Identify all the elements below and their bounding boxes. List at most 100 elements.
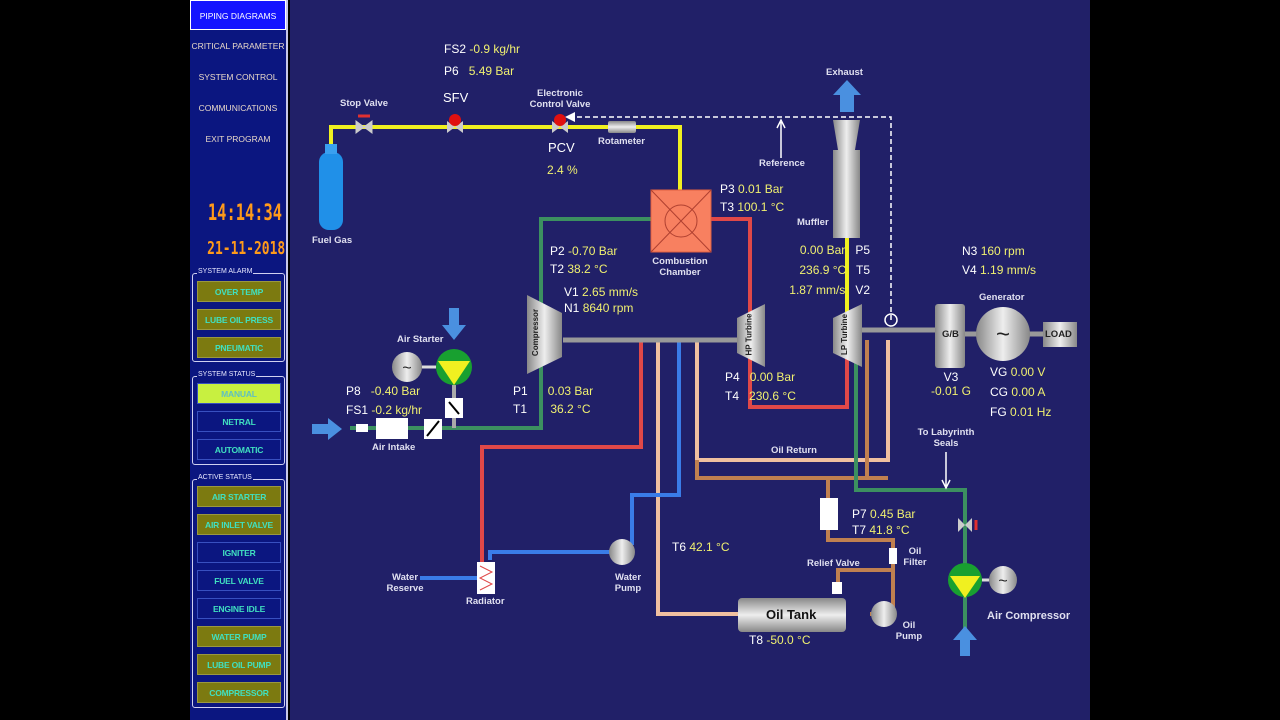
reading-t8: T8 -50.0 °C xyxy=(749,633,811,647)
reading-t3: T3 100.1 °C xyxy=(720,200,785,214)
shaft xyxy=(563,327,1043,343)
reading-n3: N3 160 rpm xyxy=(962,244,1025,258)
status-manual[interactable]: MANUAL xyxy=(197,383,281,404)
nav-exit-program[interactable]: EXIT PROGRAM xyxy=(205,134,271,144)
label-labyrinth: To Labyrinth Seals xyxy=(917,427,975,449)
active-air-inlet-valve[interactable]: AIR INLET VALVE xyxy=(197,514,281,535)
label-exhaust: Exhaust xyxy=(826,67,863,78)
reading-p2: P2 -0.70 Bar xyxy=(550,244,618,258)
water-pump xyxy=(609,539,635,565)
pipe-network: ~ ~ ~ xyxy=(312,80,1077,656)
status-automatic[interactable]: AUTOMATIC xyxy=(197,439,281,460)
label-rotameter: Rotameter xyxy=(598,136,645,147)
active-water-pump[interactable]: WATER PUMP xyxy=(197,626,281,647)
reading-t7: T7 41.8 °C xyxy=(852,523,910,537)
oil-filter xyxy=(889,548,897,564)
label-muffler: Muffler xyxy=(797,217,829,228)
label-sfv: SFV xyxy=(443,90,469,105)
label-pcv: PCV xyxy=(548,140,575,155)
reading-p5: 0.00 Bar P5 xyxy=(799,243,870,257)
nav-critical-parameter[interactable]: CRITICAL PARAMETER xyxy=(191,41,285,51)
status-netral[interactable]: NETRAL xyxy=(197,411,281,432)
clock-time-box: 14:14:34 xyxy=(192,201,284,226)
reference-arrow-icon xyxy=(776,118,786,158)
air-compressor-inlet-arrow-icon xyxy=(953,626,977,656)
ecv-valve xyxy=(552,114,568,133)
label-stop-valve: Stop Valve xyxy=(340,98,389,109)
compressor-motor-sine-icon: ~ xyxy=(998,573,1007,590)
reading-t2: T2 38.2 °C xyxy=(550,262,608,276)
alarm-lube-oil-press[interactable]: LUBE OIL PRESS xyxy=(197,309,281,330)
label-fuel-gas: Fuel Gas xyxy=(312,235,353,246)
label-ecv: Electronic Control Valve xyxy=(529,88,591,110)
reading-fs1: FS1 -0.2 kg/hr xyxy=(346,403,423,417)
labyrinth-valve xyxy=(958,518,972,532)
label-hp-turbine: HP Turbine xyxy=(744,313,754,356)
reading-v4: V4 1.19 mm/s xyxy=(962,263,1037,277)
clock-date-box: 21-11-2018 xyxy=(192,238,285,259)
alarm-pneumatic[interactable]: PNEUMATIC xyxy=(197,337,281,358)
air-inlet-arrow-icon xyxy=(312,418,342,440)
reading-p8: P8 -0.40 Bar xyxy=(346,384,421,398)
reading-t4: T4 230.6 °C xyxy=(725,389,796,403)
active-igniter[interactable]: IGNITER xyxy=(197,542,281,563)
reading-t1: T1 36.2 °C xyxy=(513,402,591,416)
nav-system-control[interactable]: SYSTEM CONTROL xyxy=(198,72,278,82)
active-engine-idle[interactable]: ENGINE IDLE xyxy=(197,598,281,619)
load-box xyxy=(1043,322,1077,347)
starter-sine-icon: ~ xyxy=(402,360,411,377)
reading-fs2: FS2 -0.9 kg/hr xyxy=(444,42,521,56)
label-oil-return: Oil Return xyxy=(771,445,817,456)
compressor xyxy=(527,295,562,374)
label-compressor: Compressor xyxy=(531,308,541,357)
water-line xyxy=(420,340,681,580)
nav-piping-diagrams[interactable]: PIPING DIAGRAMS xyxy=(190,0,286,30)
system-status-group: SYSTEM STATUS MANUAL NETRAL AUTOMATIC xyxy=(192,371,285,465)
reading-cg: CG 0.00 A xyxy=(990,385,1046,399)
reading-fg: FG 0.01 Hz xyxy=(990,405,1052,419)
label-generator: Generator xyxy=(979,292,1025,303)
reading-v3: V3-0.01 G xyxy=(930,370,972,398)
oil-light-line xyxy=(656,340,890,616)
hp-turbine xyxy=(737,304,765,367)
reading-p6: P6 5.49 Bar xyxy=(444,64,515,78)
reading-v1: V1 2.65 mm/s xyxy=(564,285,639,299)
label-oil-tank: Oil Tank xyxy=(766,607,817,622)
label-water-pump: Water Pump xyxy=(614,572,642,594)
label-water-reserve: Water Reserve xyxy=(386,572,424,594)
active-fuel-valve[interactable]: FUEL VALVE xyxy=(197,570,281,591)
oil-tank xyxy=(738,598,846,632)
label-oil-filter: Oil Filter xyxy=(903,546,927,568)
system-alarm-group: SYSTEM ALARM OVER TEMP LUBE OIL PRESS PN… xyxy=(192,268,285,362)
alarm-over-temp[interactable]: OVER TEMP xyxy=(197,281,281,302)
combustion-chamber xyxy=(650,189,712,253)
active-status-group: ACTIVE STATUS AIR STARTER AIR INLET VALV… xyxy=(192,474,285,708)
speed-sensor xyxy=(884,313,898,327)
label-radiator: Radiator xyxy=(466,596,505,607)
generator xyxy=(976,307,1030,361)
clock-time: 14:14:34 xyxy=(207,201,283,226)
active-air-starter[interactable]: AIR STARTER xyxy=(197,486,281,507)
reading-t6: T6 42.1 °C xyxy=(672,540,730,554)
labyrinth-arrow-icon xyxy=(941,452,951,490)
radiator-hot-line xyxy=(480,340,643,565)
reading-p1: P1 0.03 Bar xyxy=(513,384,594,398)
piping-diagram: ~ ~ ~ Stop Valve SFV Electronic Control … xyxy=(290,0,1090,720)
control-signal-line xyxy=(575,116,892,320)
fuel-gas-cylinder xyxy=(319,152,343,230)
sidebar: PIPING DIAGRAMS CRITICAL PARAMETER SYSTE… xyxy=(190,0,288,720)
group-title: SYSTEM STATUS xyxy=(197,371,257,378)
relief-valve xyxy=(832,582,842,594)
group-title: SYSTEM ALARM xyxy=(197,268,254,275)
label-combustion-chamber: Combustion Chamber xyxy=(652,256,708,278)
rotameter xyxy=(608,121,636,133)
active-lube-oil-pump[interactable]: LUBE OIL PUMP xyxy=(197,654,281,675)
sfv-valve xyxy=(447,114,463,133)
oil-pump xyxy=(871,601,897,627)
nav-communications[interactable]: COMMUNICATIONS xyxy=(198,103,278,113)
pcv-value: 2.4 % xyxy=(547,163,578,177)
label-oil-pump: Oil Pump xyxy=(895,620,923,642)
active-compressor[interactable]: COMPRESSOR xyxy=(197,682,281,703)
signal-arrow-icon xyxy=(565,112,575,122)
hot-gas-line xyxy=(711,217,849,409)
